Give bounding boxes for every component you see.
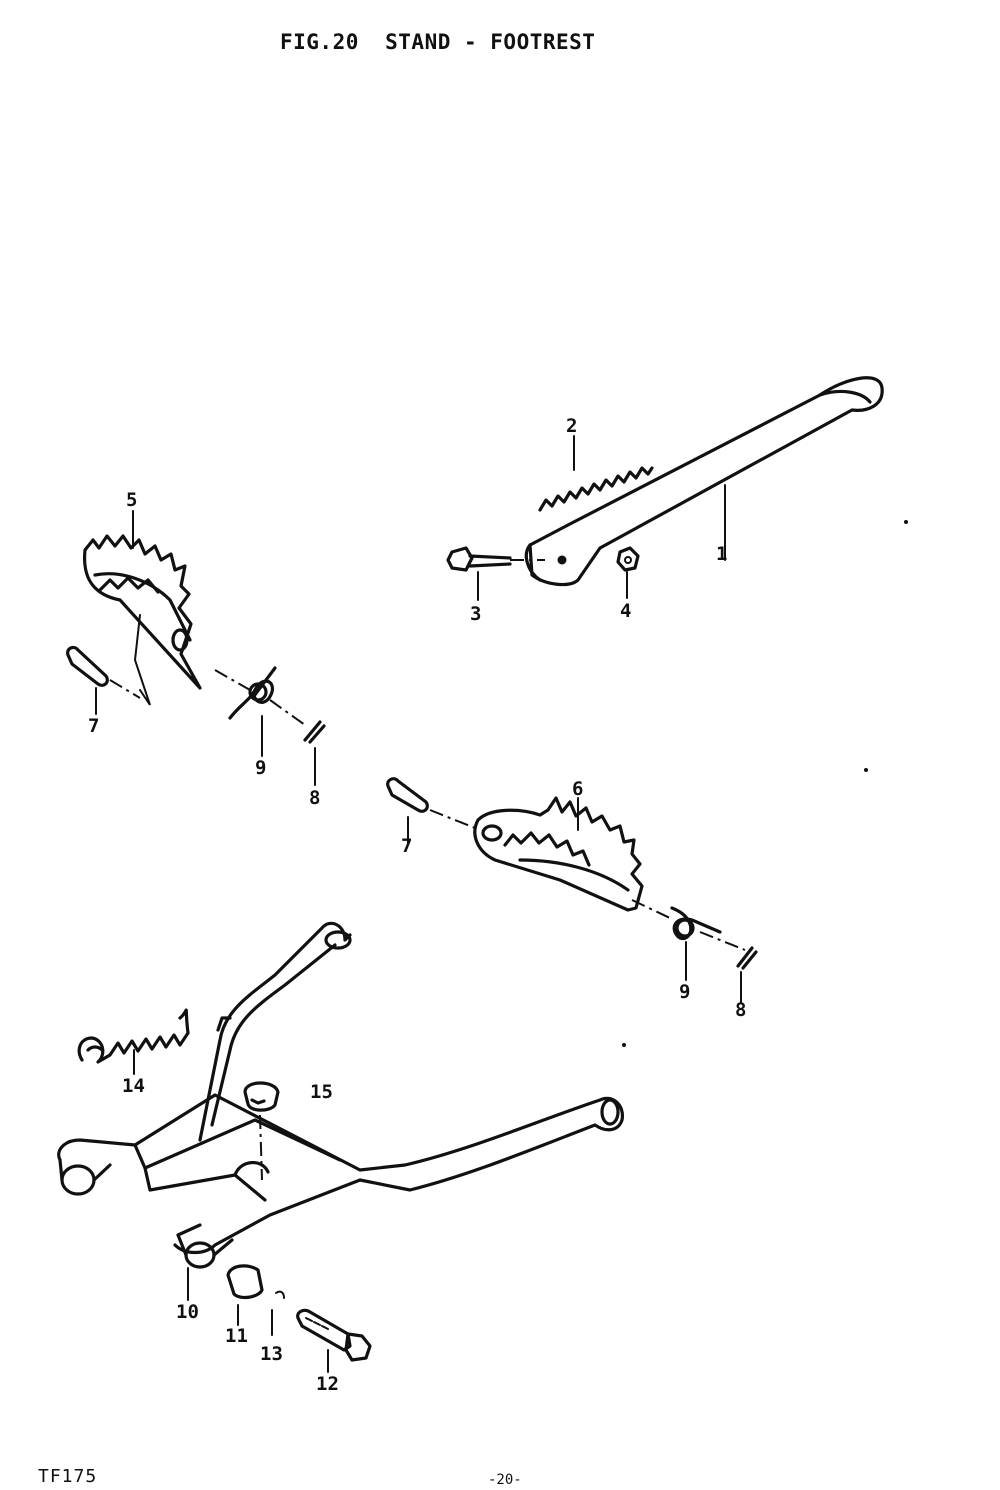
callout-12: 12	[316, 1373, 339, 1395]
callout-11: 11	[225, 1325, 248, 1347]
callout-4: 4	[620, 600, 631, 622]
page-number: -20-	[488, 1472, 522, 1488]
center-stand	[57, 921, 625, 1301]
callout-8-left: 8	[309, 787, 320, 809]
callout-7-left: 7	[88, 715, 99, 737]
callout-8-right: 8	[735, 999, 746, 1021]
left-cotter-pin	[303, 720, 326, 786]
speck	[864, 768, 868, 772]
callout-1: 1	[716, 543, 727, 565]
left-footrest-pin	[66, 645, 141, 715]
right-cotter-pin	[736, 946, 758, 1003]
callout-7-right: 7	[401, 835, 412, 857]
pivot-bolt	[446, 546, 545, 601]
callout-10: 10	[176, 1301, 199, 1323]
callout-14: 14	[122, 1075, 145, 1097]
right-footrest	[473, 796, 644, 912]
left-footrest-spring	[214, 666, 306, 757]
callout-13: 13	[260, 1343, 283, 1365]
callout-3: 3	[470, 603, 481, 625]
left-footrest	[82, 510, 202, 706]
figure-title: FIG.20 STAND - FOOTREST	[280, 30, 596, 54]
speck	[622, 1043, 626, 1047]
washer	[271, 1290, 285, 1336]
callout-9-left: 9	[255, 757, 266, 779]
pivot-nut	[616, 546, 640, 599]
right-footrest-spring	[631, 899, 746, 981]
stand-bolt	[296, 1308, 372, 1373]
speck	[904, 520, 908, 524]
callout-15: 15	[310, 1081, 333, 1103]
callout-2: 2	[566, 415, 577, 437]
callout-6: 6	[572, 778, 583, 800]
center-stand-spring	[77, 1008, 190, 1075]
side-stand	[524, 376, 884, 587]
model-code: TF175	[38, 1466, 98, 1487]
stopper-rubber	[243, 1081, 280, 1181]
callout-9-right: 9	[679, 981, 690, 1003]
callout-5: 5	[126, 489, 137, 511]
stand-spring	[538, 435, 654, 512]
pivot-bush	[226, 1264, 264, 1326]
right-footrest-pin	[386, 777, 476, 844]
